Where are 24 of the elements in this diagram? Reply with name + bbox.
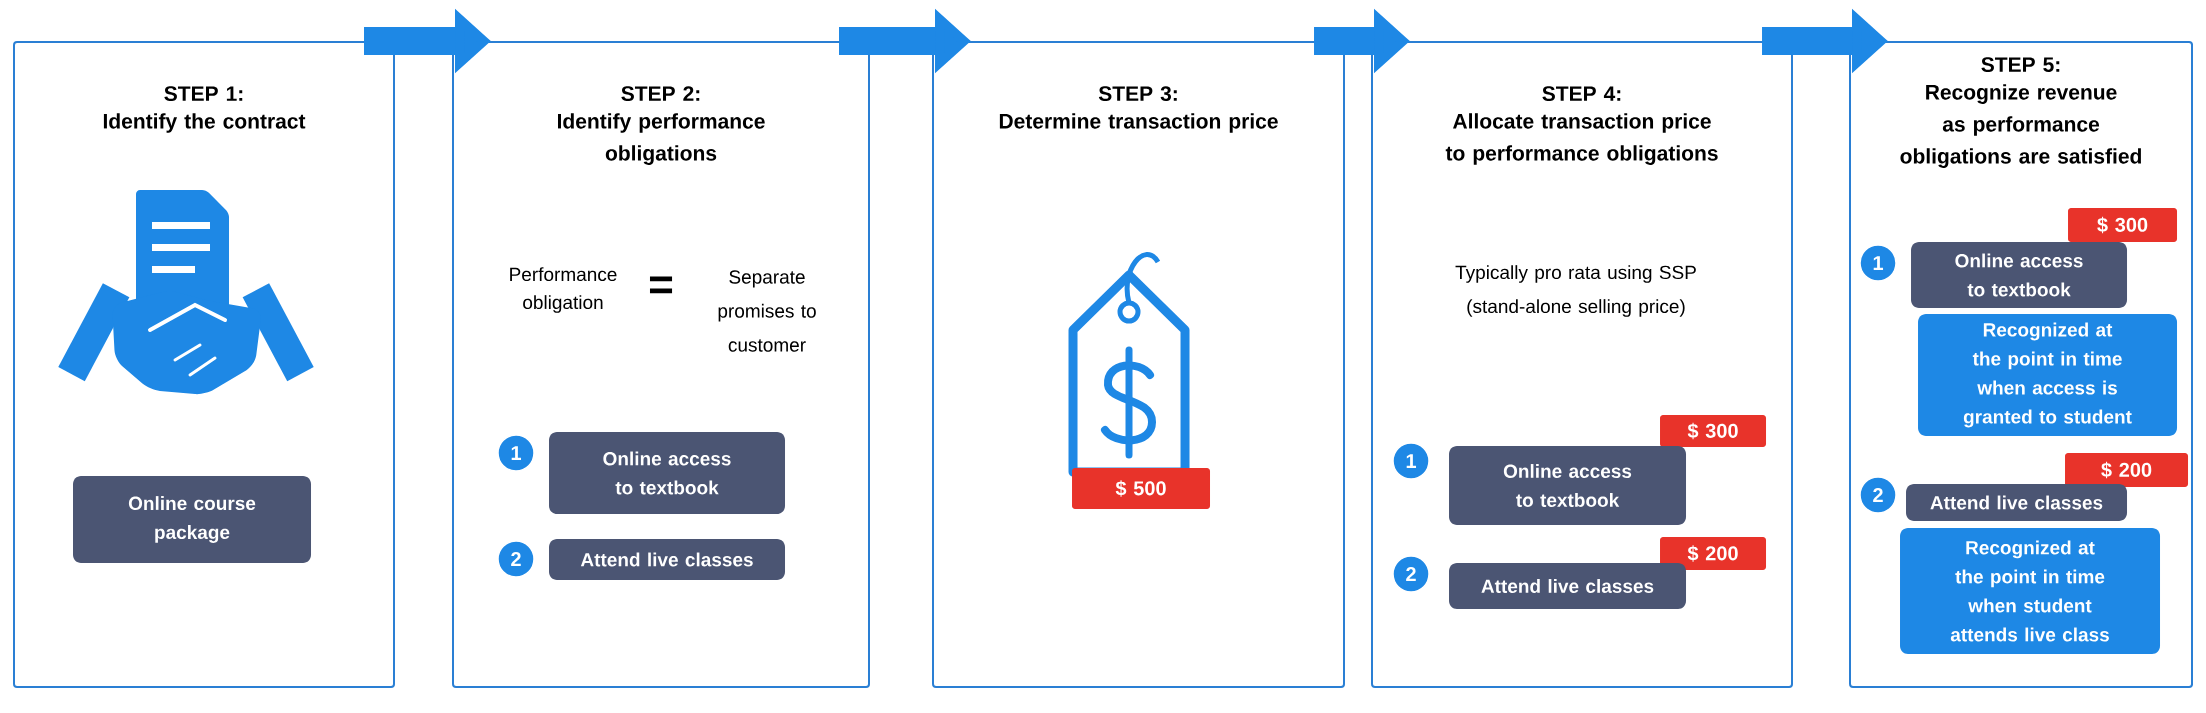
task-box: Online access to textbook bbox=[1449, 446, 1686, 525]
price-tag: $ 200 bbox=[2065, 453, 2188, 487]
body-text: Typically pro rata using SSP (stand-alone selling price) bbox=[1455, 265, 1696, 317]
task-box: Online course package bbox=[73, 476, 311, 563]
task-box: Online access to textbook bbox=[1911, 242, 2127, 308]
number-badge: 2 bbox=[497, 540, 535, 578]
number-badge: 1 bbox=[497, 434, 535, 472]
equals-sign: = bbox=[650, 276, 673, 294]
task-box: Online access to textbook bbox=[549, 432, 785, 514]
body-text: Performance obligation bbox=[510, 267, 617, 313]
number-badge: 2 bbox=[1859, 476, 1897, 514]
note-box: Recognized at the point in time when student attends live class bbox=[1900, 528, 2160, 654]
number-badge: 2 bbox=[1392, 555, 1430, 593]
task-box: Attend live classes bbox=[549, 539, 785, 580]
price-tag: $ 500 bbox=[1072, 468, 1210, 509]
note-box: Recognized at the point in time when access is granted to student bbox=[1918, 314, 2177, 436]
price-tag: $ 200 bbox=[1660, 537, 1766, 570]
task-box: Attend live classes bbox=[1449, 563, 1686, 609]
task-box: Attend live classes bbox=[1906, 484, 2127, 521]
number-badge: 1 bbox=[1859, 244, 1897, 282]
price-tag: $ 300 bbox=[1660, 415, 1766, 447]
body-text: Separate promises to customer bbox=[718, 270, 816, 352]
price-tag: $ 300 bbox=[2068, 208, 2177, 242]
number-badge: 1 bbox=[1392, 442, 1430, 480]
